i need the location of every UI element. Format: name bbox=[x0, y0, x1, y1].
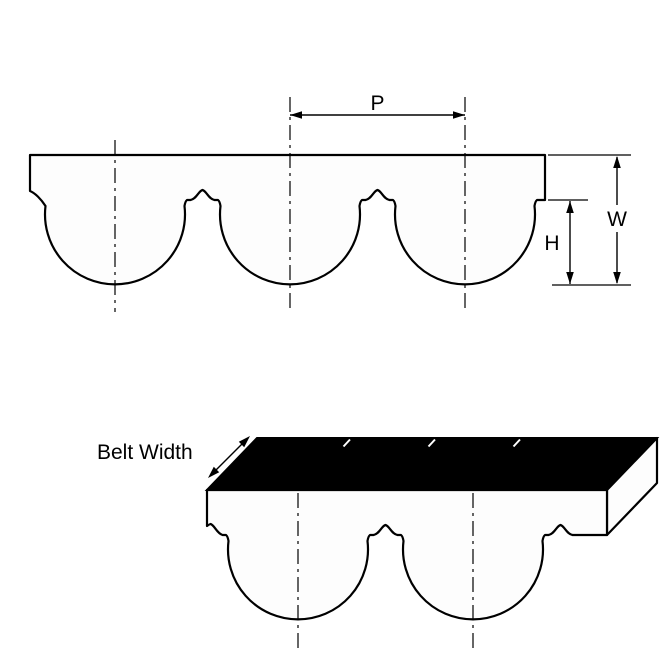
pitch-label: P bbox=[370, 92, 384, 115]
tooth-height-arrowhead-top bbox=[566, 201, 574, 213]
belt-width-arrowhead-lower bbox=[208, 466, 220, 478]
belt-front-profile bbox=[205, 488, 609, 621]
belt-width-label: Belt Width bbox=[97, 441, 193, 464]
thickness-label: W bbox=[607, 208, 627, 231]
tooth-height-dimension: H bbox=[544, 199, 588, 284]
belt-profile bbox=[28, 153, 547, 286]
belt-top-face bbox=[204, 437, 660, 491]
thickness-label-background bbox=[604, 205, 630, 232]
top-face-seam-1 bbox=[342, 438, 351, 448]
pitch-arrowhead-right bbox=[453, 111, 465, 119]
top-face-seam-2 bbox=[427, 438, 436, 448]
pitch-arrowhead-left bbox=[290, 111, 302, 119]
tooth-height-arrowhead-bottom bbox=[566, 272, 574, 284]
top-face-seam-3 bbox=[512, 438, 521, 448]
thickness-arrowhead-top bbox=[613, 156, 621, 168]
thickness-arrowhead-bottom bbox=[613, 272, 621, 284]
belt-width-arrowhead-upper bbox=[238, 436, 250, 448]
thickness-dimension: W bbox=[548, 154, 631, 286]
tooth-height-label: H bbox=[544, 232, 559, 255]
belt-width-annotation: Belt Width bbox=[97, 436, 250, 478]
belt-width-arrow-line bbox=[213, 441, 245, 473]
cross-section-view: P W H bbox=[28, 92, 631, 312]
pitch-dimension: P bbox=[290, 92, 465, 119]
isometric-view: Belt Width bbox=[97, 436, 660, 652]
